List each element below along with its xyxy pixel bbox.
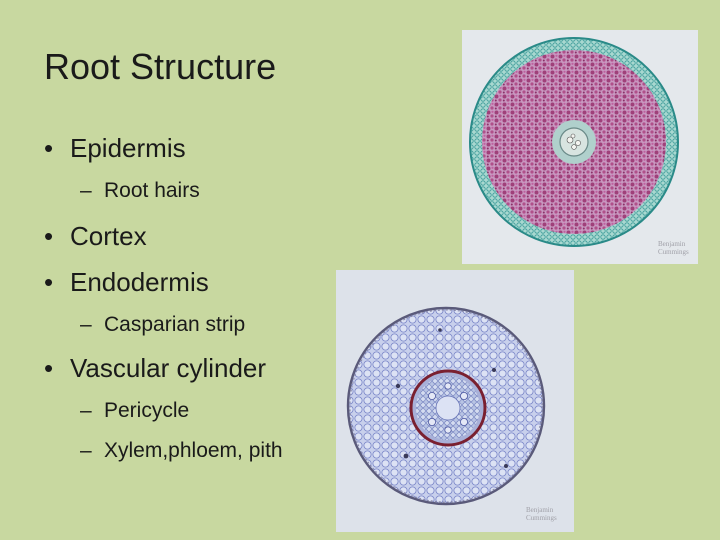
sub-bullet-symbol: – bbox=[80, 399, 92, 422]
bullet-text: Epidermis bbox=[70, 133, 186, 163]
watermark-line2: Cummings bbox=[526, 514, 557, 522]
bullet-item-epidermis: • Epidermis bbox=[44, 132, 186, 164]
sub-bullet-text: Pericycle bbox=[104, 399, 190, 422]
xylem-cell bbox=[444, 426, 452, 434]
watermark-line1: Benjamin bbox=[658, 240, 686, 248]
sub-bullet-item-pericycle: –Pericycle bbox=[80, 398, 189, 424]
cortex-cell-dark bbox=[395, 383, 401, 389]
bullet-text: Endodermis bbox=[70, 267, 209, 297]
sub-bullet-symbol: – bbox=[80, 179, 92, 202]
bullet-symbol: • bbox=[44, 353, 54, 383]
pith bbox=[435, 395, 461, 421]
bullet-item-cortex: • Cortex bbox=[44, 220, 147, 252]
cortex-cell-dark bbox=[403, 453, 409, 459]
xylem-cell bbox=[575, 140, 581, 146]
xylem-cell bbox=[460, 417, 469, 426]
xylem-cell bbox=[571, 144, 577, 150]
cortex-cell-dark bbox=[504, 464, 508, 468]
sub-bullet-text: Root hairs bbox=[104, 179, 200, 202]
bullet-item-endodermis: • Endodermis bbox=[44, 266, 209, 298]
root-surface bbox=[349, 309, 543, 503]
xylem-cell bbox=[460, 392, 469, 401]
watermark-line2: Cummings bbox=[658, 248, 689, 256]
cortex-cell-dark bbox=[492, 368, 496, 372]
bullet-symbol: • bbox=[44, 133, 54, 163]
sub-bullet-text: Casparian strip bbox=[104, 313, 246, 336]
bullet-text: Vascular cylinder bbox=[70, 353, 267, 383]
watermark-line1: Benjamin bbox=[526, 506, 554, 514]
slide-title: Root Structure bbox=[44, 46, 277, 87]
root-cross-section-micrograph-top: Benjamin Cummings bbox=[462, 30, 698, 264]
cortex-cell-dark bbox=[438, 328, 442, 332]
sub-bullet-item-xylem-phloem-pith: –Xylem,phloem, pith bbox=[80, 438, 283, 464]
vascular-cylinder bbox=[559, 127, 589, 157]
bullet-item-vascular-cylinder: • Vascular cylinder bbox=[44, 352, 266, 384]
sub-bullet-text: Xylem,phloem, pith bbox=[104, 439, 283, 462]
xylem-cell bbox=[444, 382, 452, 390]
sub-bullet-symbol: – bbox=[80, 439, 92, 462]
sub-bullet-item-root-hairs: –Root hairs bbox=[80, 178, 200, 204]
xylem-cell bbox=[428, 392, 437, 401]
bullet-symbol: • bbox=[44, 221, 54, 251]
xylem-cell bbox=[428, 417, 437, 426]
bullet-text: Cortex bbox=[70, 221, 147, 251]
sub-bullet-symbol: – bbox=[80, 313, 92, 336]
sub-bullet-item-casparian-strip: –Casparian strip bbox=[80, 312, 245, 338]
bullet-symbol: • bbox=[44, 267, 54, 297]
xylem-cell bbox=[570, 133, 576, 139]
root-cross-section-micrograph-bottom: Benjamin Cummings bbox=[336, 270, 574, 532]
xylem-cell bbox=[566, 136, 574, 144]
